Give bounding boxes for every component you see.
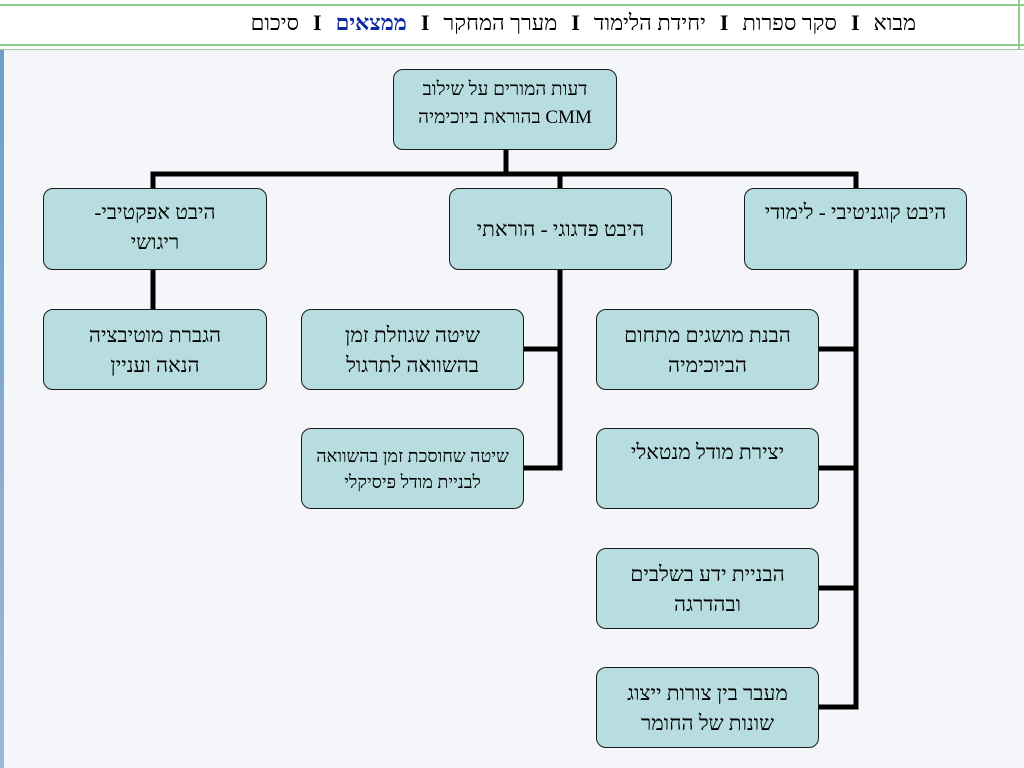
nav-separator: I (571, 10, 580, 35)
nav-separator: I (313, 10, 322, 35)
cognitive-child-node: הבנת מושגים מתחום הביוכימיה (596, 309, 819, 390)
pedagogic-child-node: שיטה שחוסכת זמן בהשוואה לבניית מודל פיסי… (301, 428, 524, 509)
pedagogic-aspect-node: היבט פדגוגי - הוראתי (449, 188, 672, 270)
cognitive-child-node: יצירת מודל מנטאלי (596, 428, 819, 509)
root-node: דעות המורים על שילוב CMM בהוראת ביוכימיה (393, 69, 617, 150)
cognitive-aspect-node: היבט קוגניטיבי - לימודי (744, 188, 967, 270)
nav-item-research-design[interactable]: מערך המחקר (443, 10, 558, 35)
nav-right-rule (1018, 0, 1020, 50)
affective-aspect-label: היבט אפקטיבי- ריגושי (94, 200, 216, 254)
nav-item-intro[interactable]: מבוא (873, 10, 916, 35)
nav-item-findings[interactable]: ממצאים (335, 10, 407, 35)
nav-menu: מבוא I סקר ספרות I יחידת הלימוד I מערך ה… (251, 10, 916, 36)
affective-child-label: הגברת מוטיבציה הנאה ועניין (88, 322, 222, 377)
cognitive-child-node: הבניית ידע בשלבים ובהדרגה (596, 548, 819, 629)
pedagogic-child-node: שיטה שגוזלת זמן בהשוואה לתרגול (301, 309, 524, 390)
nav-item-literature-review[interactable]: סקר ספרות (742, 10, 837, 35)
affective-aspect-node: היבט אפקטיבי- ריגושי (43, 188, 267, 270)
cognitive-child-label: הבנת מושגים מתחום הביוכימיה (624, 322, 791, 377)
cognitive-child-label: הבניית ידע בשלבים ובהדרגה (630, 561, 785, 616)
nav-bottom-rule (0, 44, 1024, 46)
nav-top-rule (0, 4, 1024, 6)
root-node-line1: דעות המורים על שילוב (422, 79, 588, 100)
nav-separator: I (850, 10, 860, 35)
pedagogic-aspect-label: היבט פדגוגי - הוראתי (476, 217, 645, 241)
pedagogic-child-label: שיטה שחוסכת זמן בהשוואה לבניית מודל פיסי… (316, 445, 509, 492)
pedagogic-child-label: שיטה שגוזלת זמן בהשוואה לתרגול (345, 322, 480, 377)
cognitive-aspect-label: היבט קוגניטיבי - לימודי (764, 200, 947, 224)
cognitive-child-label: יצירת מודל מנטאלי (630, 440, 785, 464)
nav-separator: I (719, 10, 729, 35)
cognitive-child-label: מעבר בין צורות ייצוג שונות של החומר (627, 680, 788, 735)
nav-separator: I (420, 10, 430, 35)
root-node-line2: CMM בהוראת ביוכימיה (418, 107, 592, 128)
navigation-bar: מבוא I סקר ספרות I יחידת הלימוד I מערך ה… (0, 0, 1024, 50)
left-decorative-border (0, 0, 4, 768)
nav-item-learning-unit[interactable]: יחידת הלימוד (593, 10, 706, 35)
nav-item-summary[interactable]: סיכום (250, 10, 300, 35)
cognitive-child-node: מעבר בין צורות ייצוג שונות של החומר (596, 667, 819, 748)
affective-child-node: הגברת מוטיבציה הנאה ועניין (43, 309, 267, 390)
